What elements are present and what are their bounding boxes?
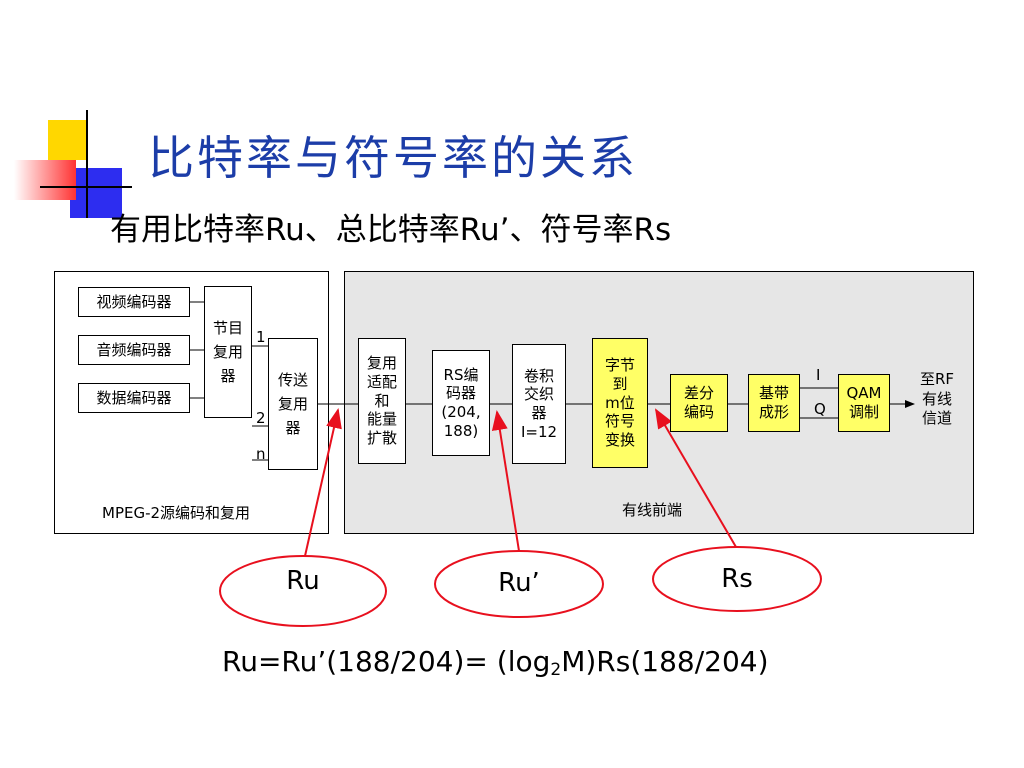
i-label: I <box>816 366 821 384</box>
callout-ellipse-ru <box>219 555 387 627</box>
deco-red-square <box>14 160 76 200</box>
port-label-2: 2 <box>256 409 266 427</box>
qam-modulation-block: QAM 调制 <box>838 374 890 432</box>
callout-ru: Ru <box>286 566 320 596</box>
rs-encoder-block: RS编 码器 (204, 188) <box>432 350 490 456</box>
rate-formula: Ru=Ru’(188/204)= (log2M)Rs(188/204) <box>222 645 769 680</box>
baseband-shaping-block: 基带 成形 <box>748 374 800 432</box>
deco-yellow-square <box>48 120 88 160</box>
mux-adaptation-block: 复用 适配 和 能量 扩散 <box>358 338 406 464</box>
rf-channel-output: 至RF 有线 信道 <box>920 370 955 427</box>
differential-coding-block: 差分 编码 <box>670 374 728 432</box>
port-label-1: 1 <box>256 328 266 346</box>
q-label: Q <box>814 400 826 418</box>
data-encoder: 数据编码器 <box>78 383 190 413</box>
formula-subscript: 2 <box>550 660 562 680</box>
video-encoder: 视频编码器 <box>78 287 190 317</box>
audio-encoder: 音频编码器 <box>78 335 190 365</box>
interleaver-block: 卷积 交织 器 I=12 <box>512 344 566 464</box>
page-title: 比特率与符号率的关系 <box>148 131 638 185</box>
transport-mux: 传送 复用 器 <box>268 338 318 470</box>
deco-vertical-line <box>86 110 88 218</box>
program-mux: 节目 复用 器 <box>204 286 252 418</box>
subtitle: 有用比特率Ru、总比特率Ru’、符号率Rs <box>110 212 672 248</box>
headend-panel-label: 有线前端 <box>622 501 683 519</box>
formula-part-1: Ru=Ru’(188/204)= (log <box>222 645 551 678</box>
source-panel-label: MPEG-2源编码和复用 <box>102 504 251 522</box>
callout-ru-total: Ru’ <box>498 568 540 598</box>
byte-to-symbol-block: 字节 到 m位 符号 变换 <box>592 338 648 468</box>
formula-part-2: M)Rs(188/204) <box>561 645 769 678</box>
deco-blue-square <box>70 168 122 218</box>
callout-rs: Rs <box>721 564 753 594</box>
deco-horizontal-line <box>40 186 132 188</box>
callout-ellipse-rs <box>652 546 822 612</box>
port-label-n: n <box>256 445 266 463</box>
